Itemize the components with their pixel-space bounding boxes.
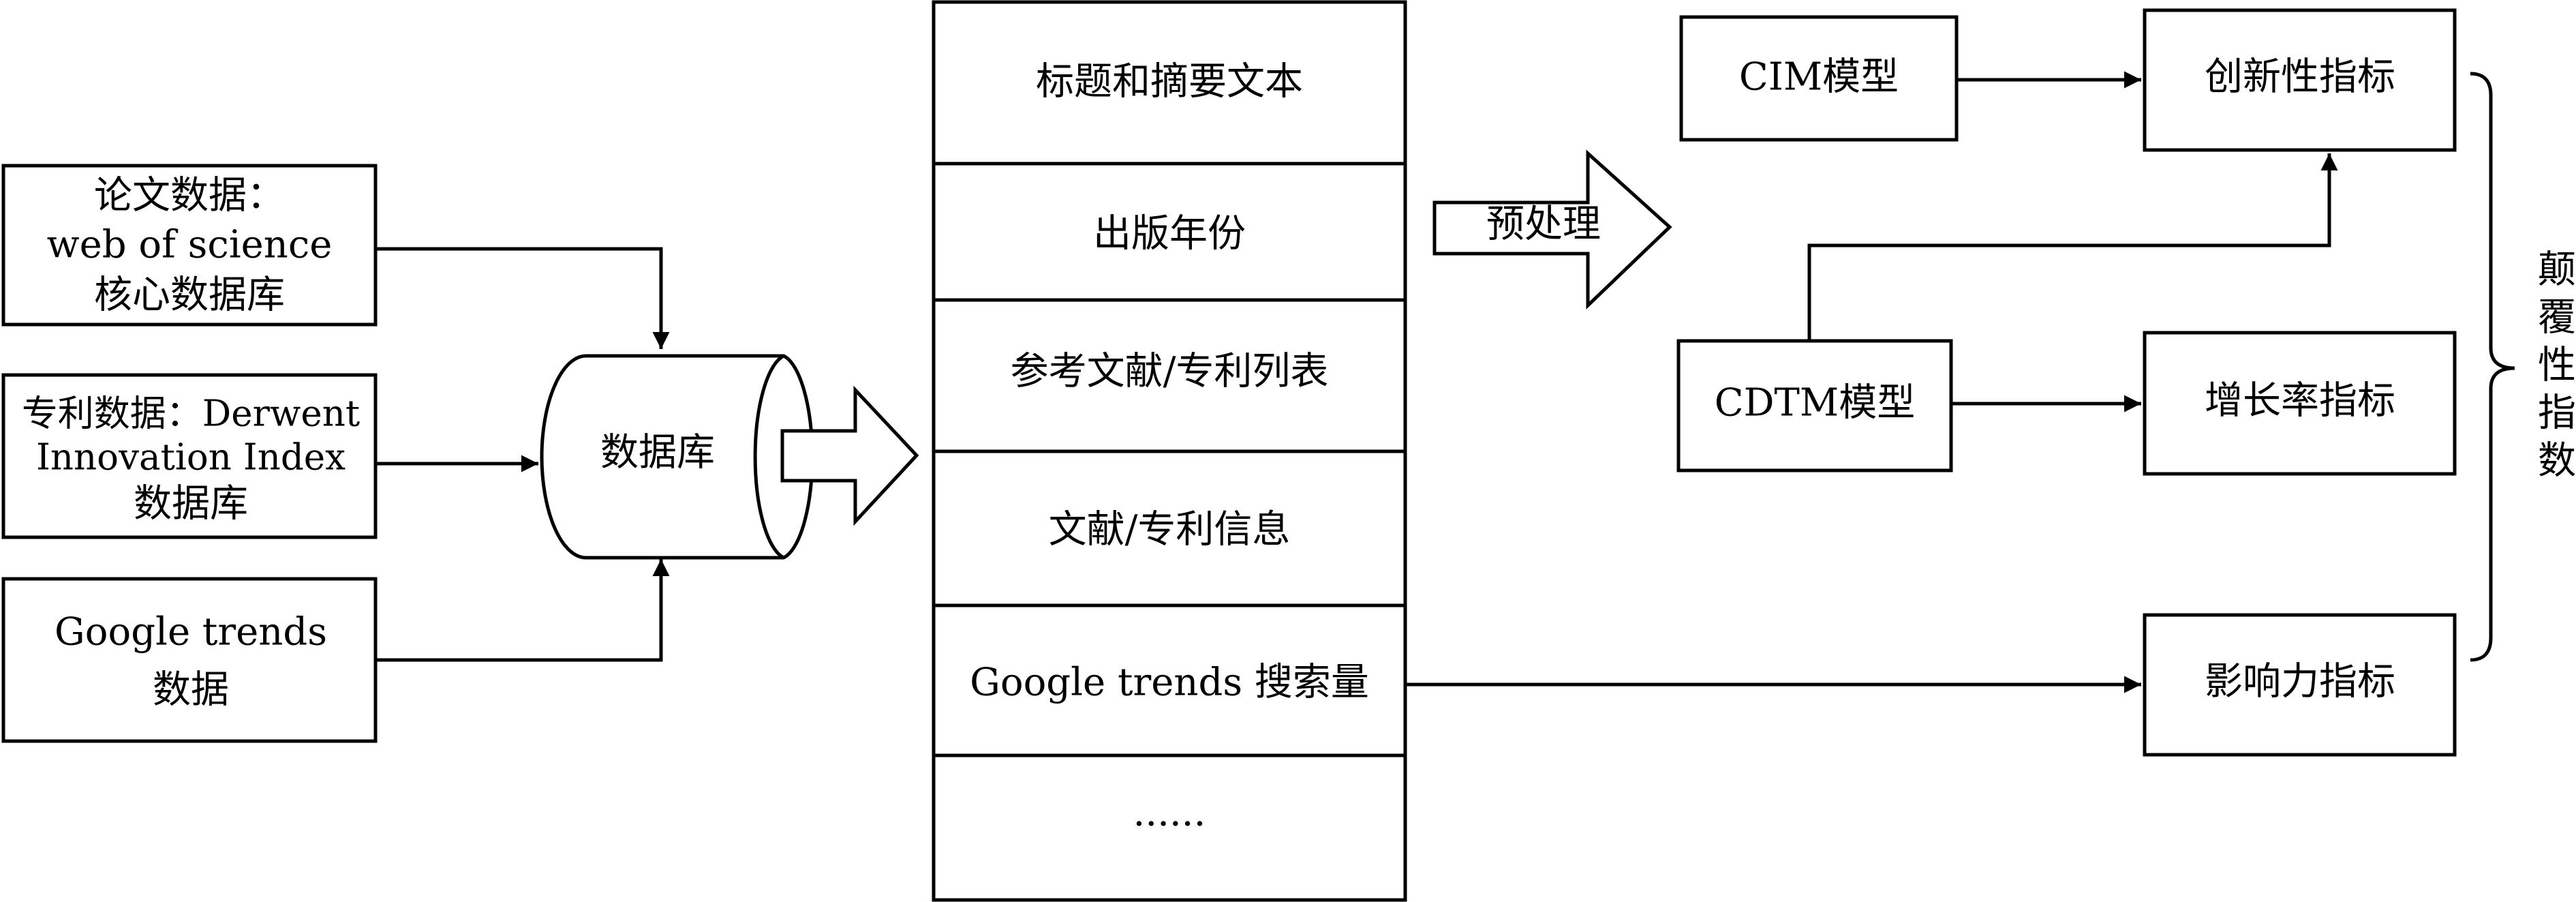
cim-model-box: CIM模型: [1679, 15, 1959, 142]
disruptive-index-char-4: 指: [2538, 391, 2576, 436]
source-patents-box: 专利数据：Derwent Innovation Index 数据库: [1, 373, 378, 539]
source-trends-line2: 数据: [153, 668, 229, 712]
preprocess-label: 预处理: [1486, 202, 1601, 247]
cdtm-model-box: CDTM模型: [1676, 339, 1953, 472]
disruptive-index-char-2: 覆: [2538, 296, 2576, 340]
field-title-abstract: 标题和摘要文本: [1036, 60, 1303, 104]
database-cylinder: 数据库: [540, 354, 814, 560]
fields-table: 标题和摘要文本 出版年份 参考文献/专利列表 文献/专利信息 Google tr…: [932, 0, 1407, 902]
database-to-fields-block-arrow: [780, 385, 919, 526]
source-papers-line1: 论文数据：: [94, 174, 285, 218]
source-papers-line3: 核心数据库: [94, 273, 285, 318]
field-trends-search-volume: Google trends 搜索量: [970, 661, 1369, 705]
cdtm-model-label: CDTM模型: [1715, 381, 1915, 425]
field-ellipsis: ······: [1133, 802, 1206, 847]
source-patents-line1: 专利数据：Derwent: [22, 393, 360, 435]
cim-model-label: CIM模型: [1739, 55, 1899, 100]
influence-indicator-label: 影响力指标: [2205, 660, 2395, 704]
source-papers-line2: web of science: [47, 223, 333, 267]
innovation-indicator-label: 创新性指标: [2205, 55, 2395, 100]
source-patents-line3: 数据库: [134, 482, 248, 526]
papers-to-database-arrow: [375, 247, 670, 349]
growth-indicator-label: 增长率指标: [2205, 379, 2395, 423]
influence-indicator-box: 影响力指标: [2143, 613, 2457, 757]
field-literature-info: 文献/专利信息: [1049, 508, 1291, 552]
innovation-indicator-box: 创新性指标: [2143, 8, 2457, 152]
trends-to-database-arrow: [375, 559, 670, 662]
preprocess-block-arrow: [1432, 149, 1672, 310]
disruptive-index-char-5: 数: [2538, 439, 2576, 483]
growth-indicator-box: 增长率指标: [2143, 331, 2457, 476]
disruptive-index-label: 颠 覆 性 指 数: [2538, 248, 2576, 483]
source-papers-box: 论文数据： web of science 核心数据库: [1, 164, 378, 327]
cdtm-to-innovation-arrow: [1807, 153, 2338, 341]
field-publication-year: 出版年份: [1093, 212, 1246, 256]
disruptive-index-char-1: 颠: [2538, 248, 2576, 292]
field-reference-list: 参考文献/专利列表: [1011, 350, 1329, 394]
source-trends-box: Google trends 数据: [1, 577, 378, 743]
source-trends-line1: Google trends: [55, 610, 327, 655]
source-patents-line2: Innovation Index: [36, 437, 346, 479]
disruptive-index-char-3: 性: [2538, 344, 2576, 388]
database-label: 数据库: [600, 431, 715, 475]
grouping-brace: [2470, 72, 2515, 662]
